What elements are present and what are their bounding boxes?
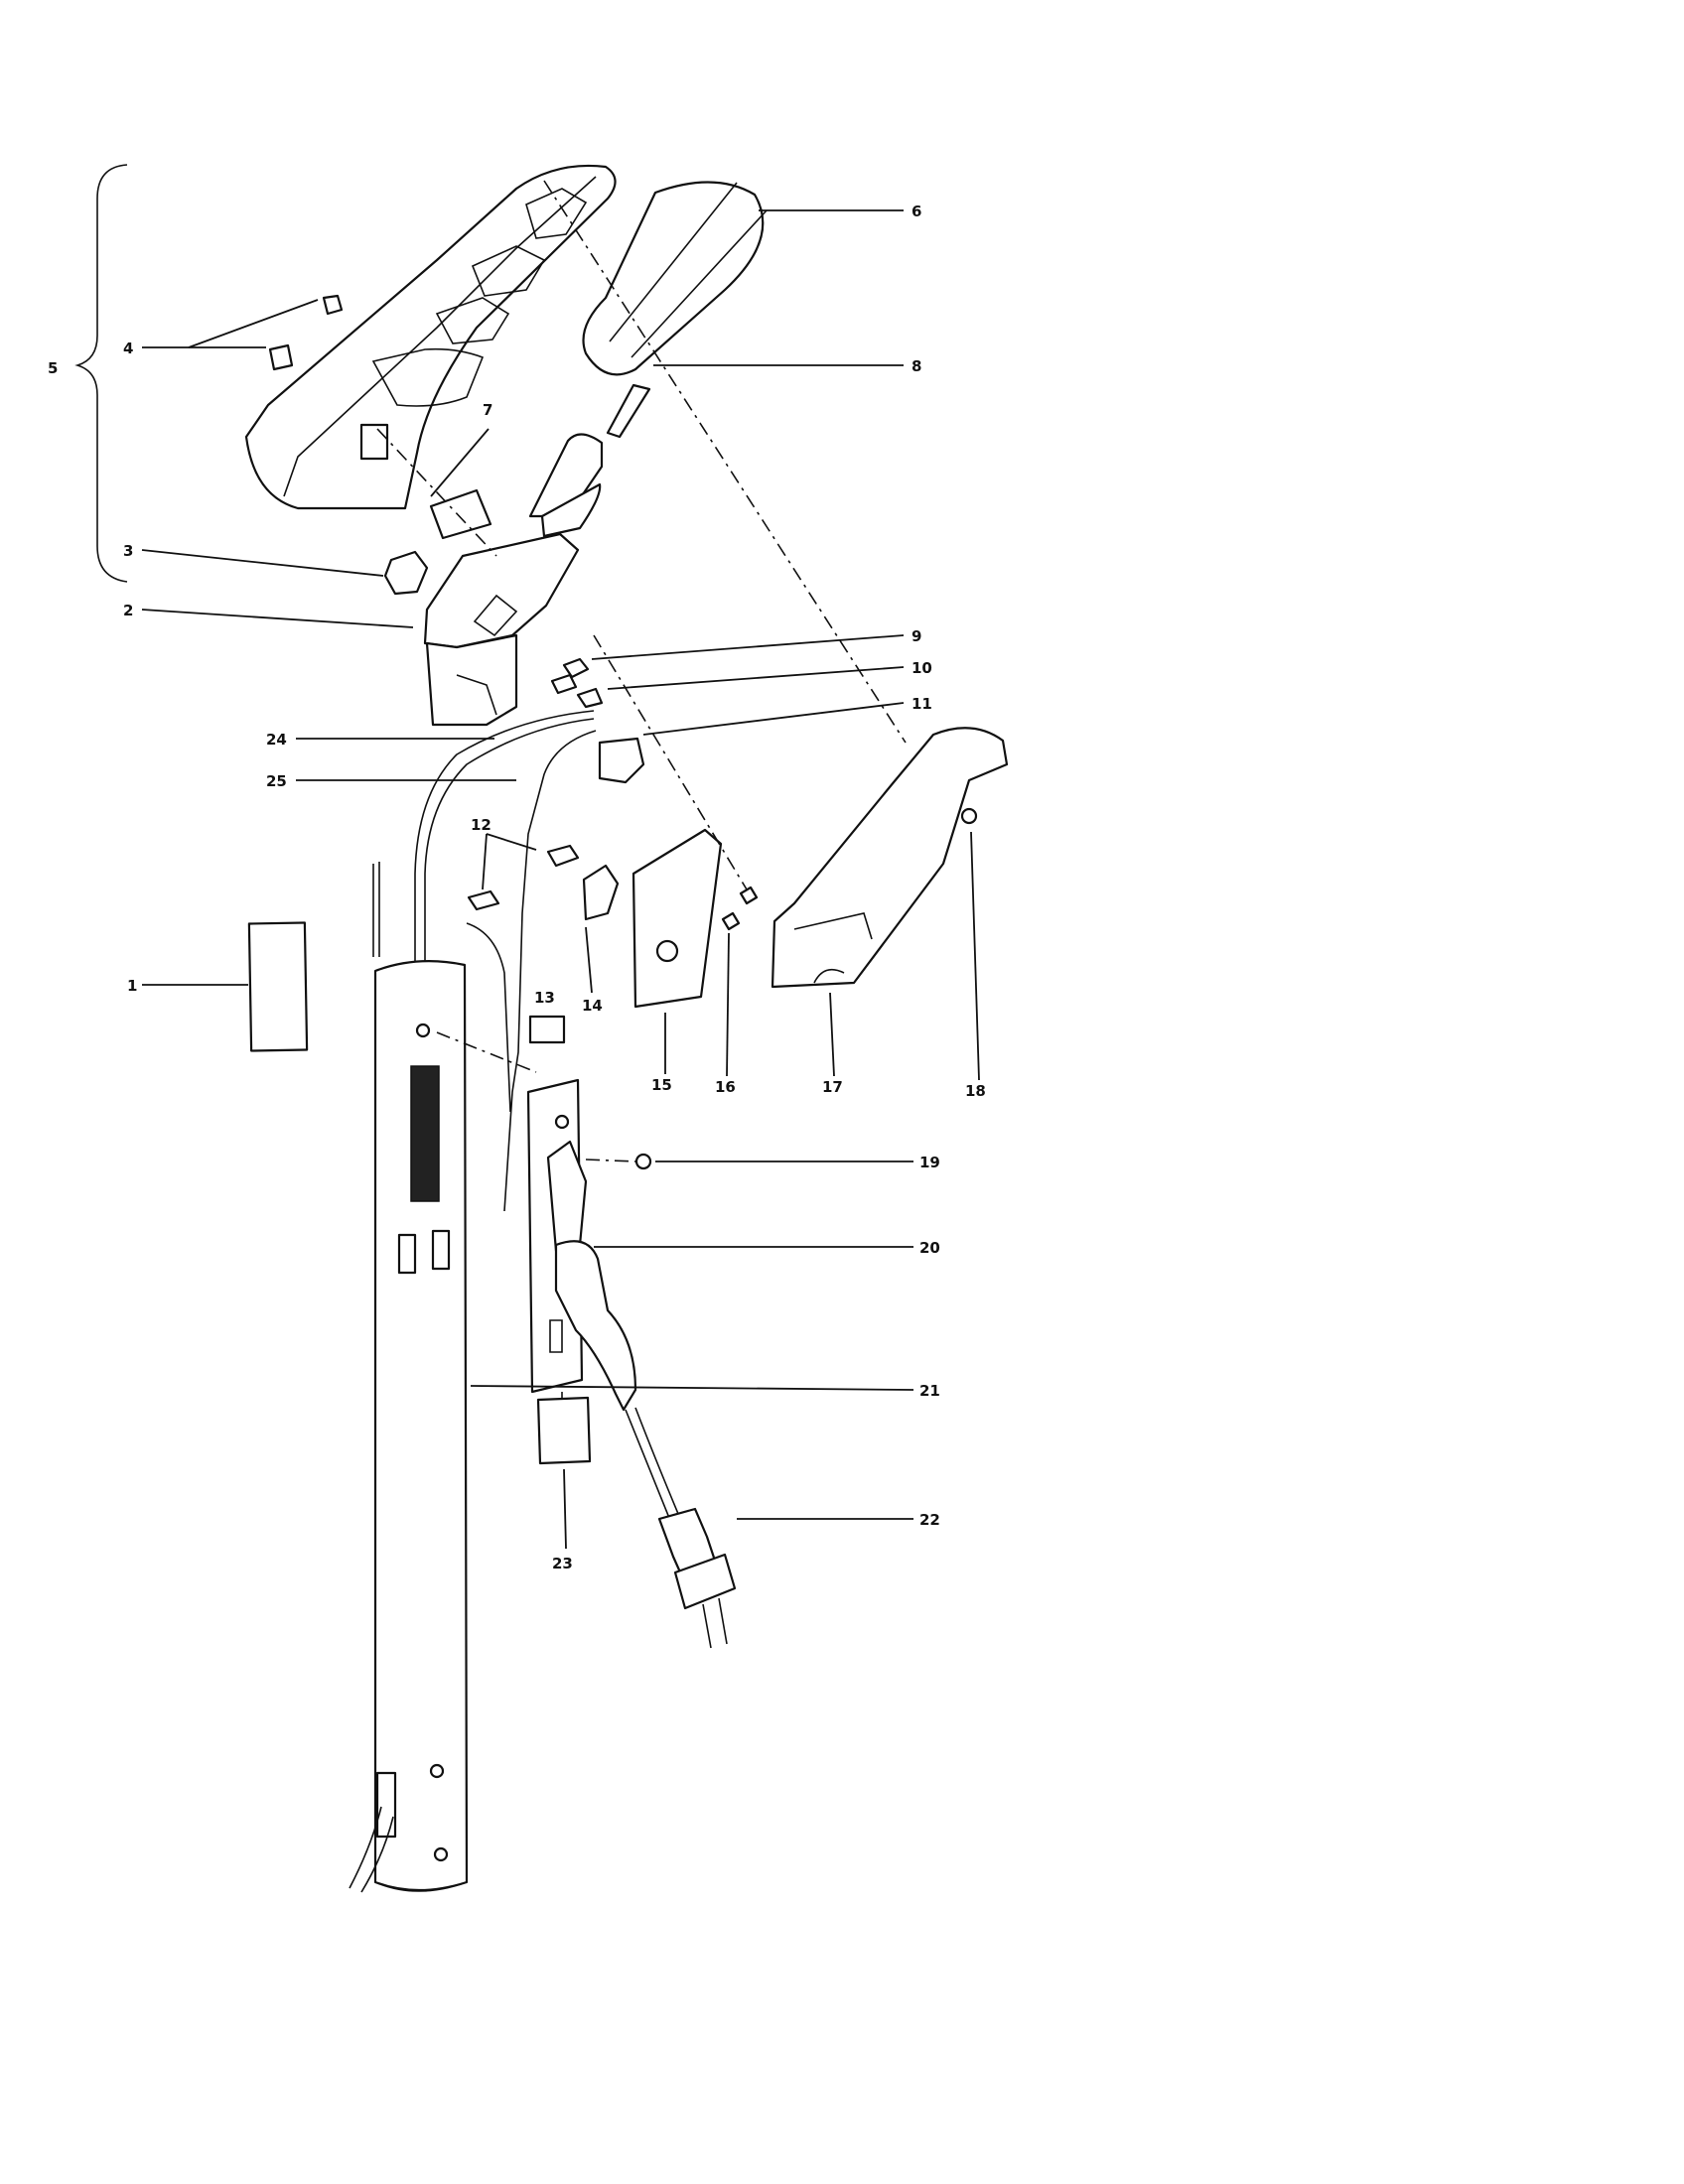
terminal-part-12b	[467, 889, 500, 911]
callout-24: 24	[266, 731, 287, 749]
wire-part-25	[503, 730, 597, 1212]
callout-12: 12	[471, 816, 491, 834]
handle-top-housing	[244, 164, 617, 510]
screw-part-18	[960, 807, 978, 825]
callout-22: 22	[919, 1511, 940, 1529]
callout-21: 21	[919, 1382, 940, 1400]
callout-7: 7	[483, 401, 492, 419]
callout-16: 16	[715, 1078, 736, 1096]
alignment-line-c	[376, 428, 497, 557]
callout-1: 1	[127, 977, 137, 995]
callout-8: 8	[912, 357, 921, 375]
fitting-part-10b	[550, 673, 578, 695]
outer-cover-part-17	[771, 727, 1009, 989]
label-part-13	[528, 1015, 566, 1044]
screw-part-16	[721, 911, 741, 931]
tube-part-8	[606, 383, 651, 439]
switch-part-11	[598, 737, 645, 784]
clip-part-4a	[322, 294, 344, 316]
main-tube-part-21	[349, 862, 469, 1893]
cover-plate-part-15	[632, 828, 723, 1009]
wire-part-24b	[424, 718, 595, 963]
callout-4: 4	[123, 340, 133, 357]
callout-17: 17	[822, 1078, 843, 1096]
label-part-1	[247, 921, 309, 1052]
alignment-line-a	[543, 180, 907, 744]
callout-14: 14	[582, 997, 603, 1015]
callout-20: 20	[919, 1239, 940, 1257]
alignment-line-b	[593, 634, 748, 890]
power-cord-part-22	[625, 1407, 737, 1649]
callout-2: 2	[123, 602, 133, 619]
pad-part-7	[429, 488, 492, 540]
insulator-part-14	[582, 864, 620, 921]
callout-23: 23	[552, 1555, 573, 1572]
callout-15: 15	[651, 1076, 672, 1094]
callout-11: 11	[912, 695, 932, 713]
terminal-part-12a	[546, 844, 580, 868]
callout-18: 18	[965, 1082, 986, 1100]
screw-part-19	[634, 1153, 652, 1170]
callout-5: 5	[48, 359, 58, 377]
leader-lines	[141, 209, 980, 1550]
callout-3: 3	[123, 542, 133, 560]
callout-13: 13	[534, 989, 555, 1007]
handle-mount	[423, 433, 604, 727]
callout-10: 10	[912, 659, 932, 677]
grip-sleeve	[582, 181, 768, 376]
callout-19: 19	[919, 1154, 940, 1171]
latch-part-3	[383, 550, 429, 596]
callout-6: 6	[912, 203, 921, 220]
alignment-line-e	[585, 1159, 636, 1162]
assembly-bracket	[74, 164, 128, 583]
cord-plate-part-20	[526, 1078, 637, 1412]
wire-part-24	[414, 710, 595, 963]
callout-9: 9	[912, 627, 921, 645]
screw-part-16b	[739, 886, 759, 905]
alignment-line-d	[436, 1031, 537, 1073]
clip-part-4b	[268, 343, 294, 371]
fitting-part-9	[562, 657, 590, 679]
fitting-part-10	[576, 687, 604, 709]
callout-25: 25	[266, 772, 287, 790]
grommet-part-23	[536, 1396, 592, 1465]
